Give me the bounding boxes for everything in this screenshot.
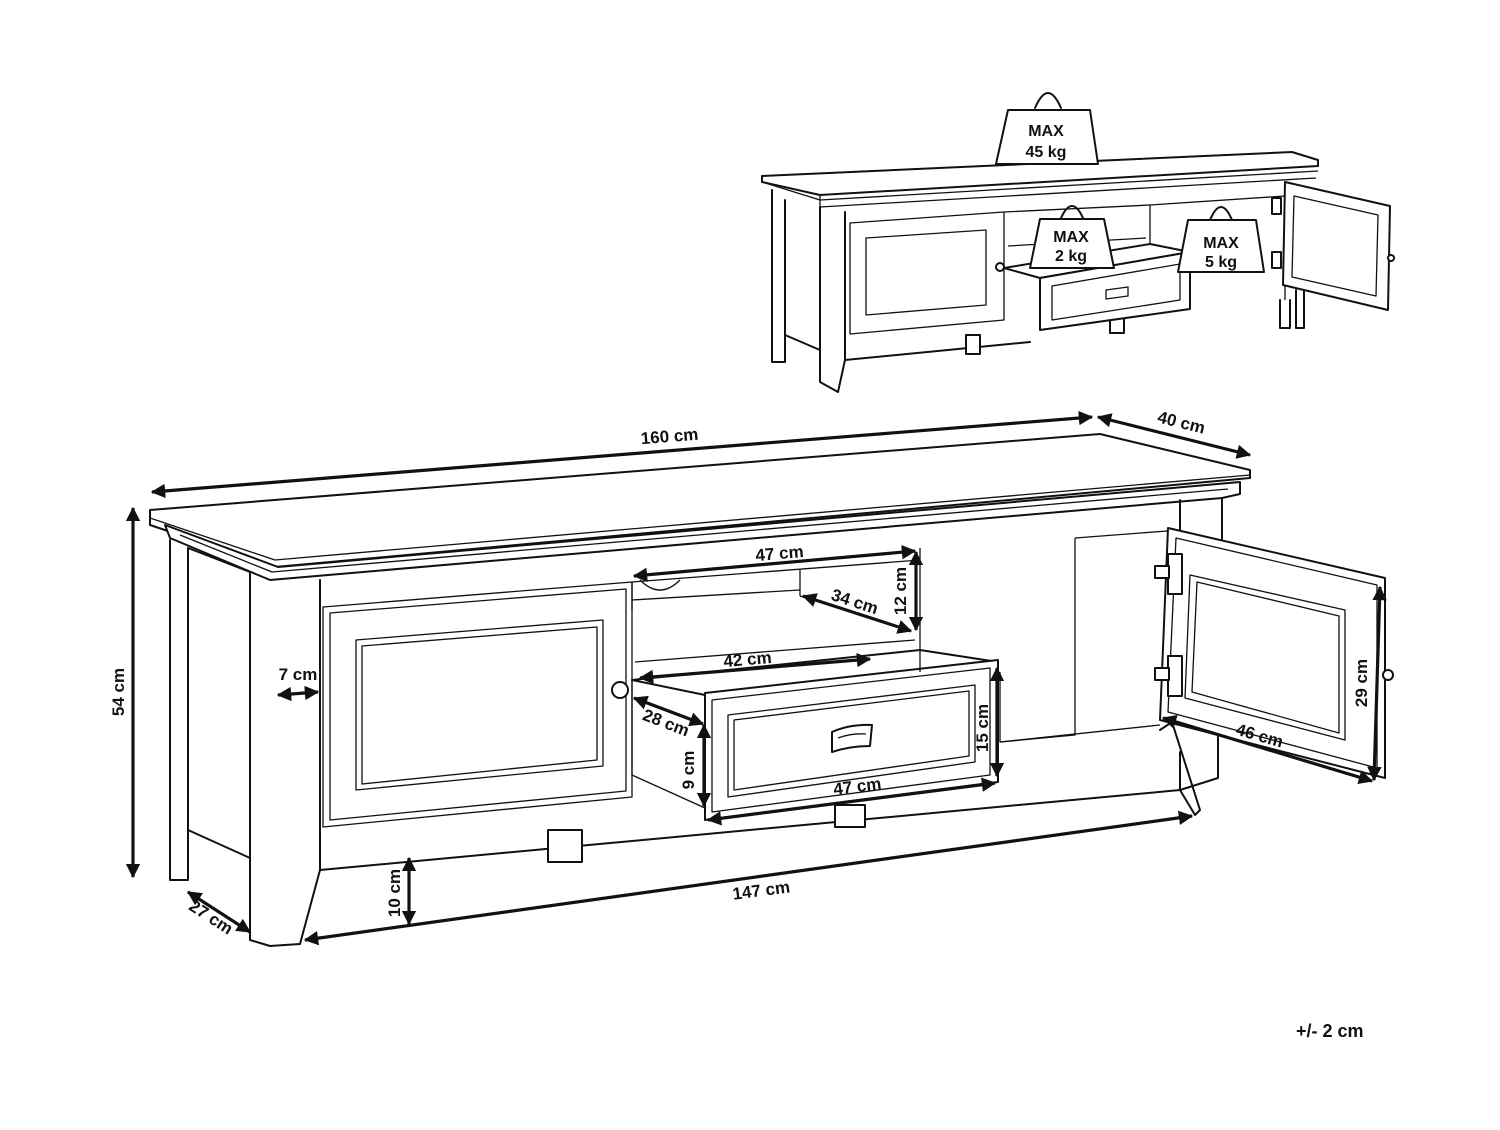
dim-line-drawer-front-width bbox=[706, 777, 997, 826]
dim-label-width-total: 160 cm bbox=[640, 425, 699, 448]
dim-line-shelf-depth bbox=[801, 593, 913, 634]
dim-label-shelf-width: 47 cm bbox=[755, 542, 805, 565]
perspective-view bbox=[761, 151, 1395, 393]
dim-line-depth-total bbox=[1096, 413, 1252, 459]
weight-badge-shelf-max: MAX bbox=[1203, 235, 1239, 252]
dim-line-drawer-inner-width bbox=[638, 652, 872, 685]
dim-label-side-panel: 7 cm bbox=[279, 665, 318, 684]
dim-line-width-total bbox=[150, 410, 1094, 499]
dim-line-drawer-depth bbox=[632, 695, 705, 727]
hinge-bottom bbox=[1154, 655, 1183, 697]
dim-label-drawer-inner-height: 9 cm bbox=[679, 751, 698, 790]
dim-line-side-depth bbox=[186, 890, 252, 934]
dim-label-door-height: 29 cm bbox=[1352, 659, 1371, 707]
dimension-lines bbox=[125, 410, 1387, 946]
weight-badge-shelf-value: 5 kg bbox=[1205, 254, 1237, 271]
dim-label-leg-height: 10 cm bbox=[385, 869, 404, 917]
dim-line-shelf-width bbox=[632, 544, 917, 583]
dim-line-door-height bbox=[1367, 585, 1387, 782]
dim-label-drawer-front-height: 15 cm bbox=[973, 704, 992, 752]
weight-badge-top-max: MAX bbox=[1028, 123, 1064, 140]
dim-label-height-total: 54 cm bbox=[109, 668, 128, 716]
dim-line-door-width bbox=[1161, 714, 1374, 785]
dim-label-side-depth: 27 cm bbox=[186, 896, 237, 938]
tolerance-note: +/- 2 cm bbox=[1296, 1021, 1364, 1041]
hinge-top bbox=[1154, 553, 1183, 595]
weight-badge-drawer-max: MAX bbox=[1053, 229, 1089, 246]
dim-line-side-panel bbox=[276, 685, 320, 702]
dim-label-drawer-inner-width: 42 cm bbox=[723, 648, 773, 671]
weight-badge-top: MAX 45 kg bbox=[995, 92, 1099, 165]
dim-label-inner-width: 147 cm bbox=[731, 877, 791, 903]
weight-badge-drawer-value: 2 kg bbox=[1055, 248, 1087, 265]
dim-line-inner-width bbox=[303, 810, 1194, 946]
weight-badge-drawer: MAX 2 kg bbox=[1029, 205, 1115, 269]
main-view bbox=[149, 433, 1394, 947]
weight-badge-top-value: 45 kg bbox=[1026, 144, 1067, 161]
dim-label-shelf-height: 12 cm bbox=[891, 567, 910, 615]
weight-badge-shelf: MAX 5 kg bbox=[1177, 206, 1265, 273]
